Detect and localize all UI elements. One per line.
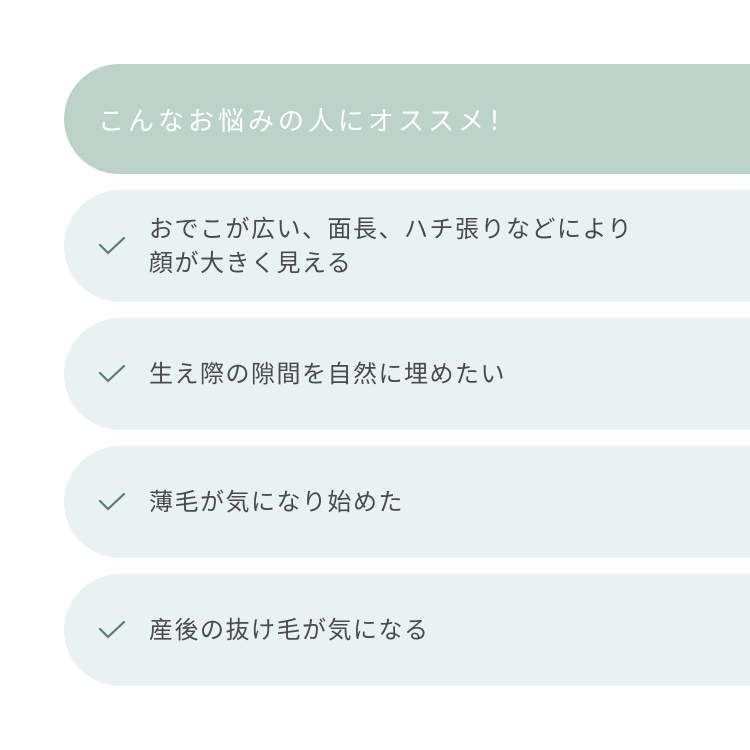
recommendation-header: こんなお悩みの人にオススメ！ — [64, 64, 750, 174]
item-text: おでこが広い、面長、ハチ張りなどにより 顔が大きく見える — [149, 215, 634, 277]
check-icon — [98, 620, 126, 639]
item-text: 産後の抜け毛が気になる — [149, 616, 430, 644]
check-icon — [98, 364, 126, 383]
list-item: 産後の抜け毛が気になる — [64, 574, 750, 686]
list-item: 生え際の隙間を自然に埋めたい — [64, 318, 750, 430]
item-text: 生え際の隙間を自然に埋めたい — [149, 360, 506, 388]
check-icon — [98, 236, 126, 255]
list-item: おでこが広い、面長、ハチ張りなどにより 顔が大きく見える — [64, 190, 750, 302]
check-icon — [98, 492, 126, 511]
header-title: こんなお悩みの人にオススメ！ — [98, 106, 519, 137]
item-text: 薄毛が気になり始めた — [149, 488, 404, 516]
list-item: 薄毛が気になり始めた — [64, 446, 750, 558]
